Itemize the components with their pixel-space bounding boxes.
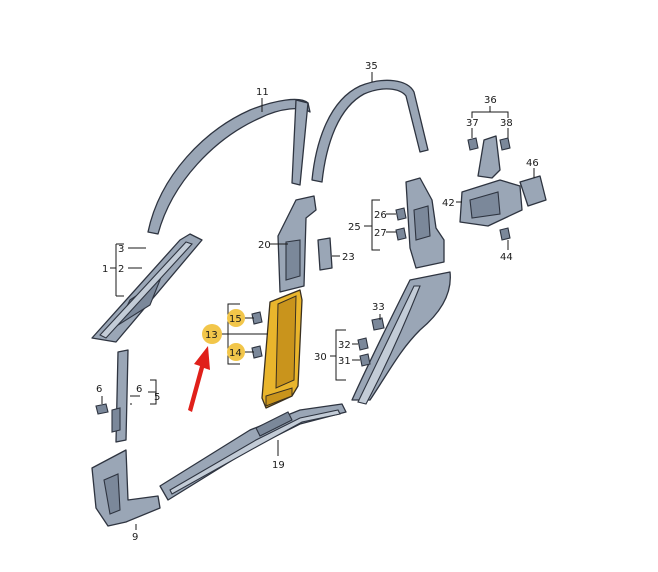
part-32-clip bbox=[357, 337, 369, 351]
label-19: 19 bbox=[272, 460, 285, 471]
label-1: 1 bbox=[102, 264, 108, 275]
part-23-belt-guide bbox=[317, 237, 333, 271]
label-33: 33 bbox=[372, 302, 385, 313]
label-23: 23 bbox=[342, 252, 355, 263]
part-1-a-pillar-trim bbox=[91, 233, 203, 343]
part-5-a-pillar-lower bbox=[111, 349, 129, 443]
callout-14-bg bbox=[227, 343, 245, 361]
part-25-c-pillar-trim bbox=[405, 177, 445, 269]
part-9-footwell-trim bbox=[91, 449, 161, 527]
highlight-arrow-icon bbox=[188, 346, 210, 412]
label-6-right: 6 bbox=[136, 384, 142, 395]
label-20: 20 bbox=[258, 240, 271, 251]
part-44-clip bbox=[499, 227, 511, 241]
label-44: 44 bbox=[500, 252, 513, 263]
label-13: 13 bbox=[205, 330, 218, 341]
label-3: 3 bbox=[118, 244, 124, 255]
part-11-door-seal-front bbox=[147, 98, 311, 235]
part-38-clip bbox=[499, 137, 511, 151]
part-36-bracket bbox=[477, 135, 501, 179]
label-31: 31 bbox=[338, 356, 351, 367]
callout-15-bg bbox=[227, 309, 245, 327]
part-6-clip bbox=[95, 403, 109, 415]
part-15-clip bbox=[251, 311, 263, 325]
part-30-rear-sill-trim bbox=[351, 271, 451, 405]
label-30: 30 bbox=[314, 352, 327, 363]
label-2: 2 bbox=[118, 264, 124, 275]
part-14-clip bbox=[251, 345, 263, 359]
label-27: 27 bbox=[374, 228, 387, 239]
label-37: 37 bbox=[466, 118, 479, 129]
label-32: 32 bbox=[338, 340, 351, 351]
label-15: 15 bbox=[229, 314, 242, 325]
part-27-clip bbox=[395, 227, 407, 241]
label-46: 46 bbox=[526, 158, 539, 169]
callout-13-bg bbox=[202, 324, 222, 344]
part-35-door-seal-rear bbox=[311, 79, 429, 183]
label-25: 25 bbox=[348, 222, 361, 233]
part-31-clip bbox=[359, 353, 371, 367]
label-5: 5 bbox=[154, 392, 160, 403]
part-46-cover bbox=[519, 175, 547, 207]
part-labels: 11 35 36 37 38 46 42 44 25 26 27 20 23 3… bbox=[96, 61, 539, 543]
part-19-sill-trim bbox=[159, 403, 347, 501]
label-9: 9 bbox=[132, 532, 138, 543]
part-33-clip bbox=[371, 317, 385, 331]
label-35: 35 bbox=[365, 61, 378, 72]
leader-lines bbox=[101, 72, 535, 530]
part-37-clip bbox=[467, 137, 479, 151]
label-26: 26 bbox=[374, 210, 387, 221]
label-11: 11 bbox=[256, 87, 269, 98]
label-6-left: 6 bbox=[96, 384, 102, 395]
label-38: 38 bbox=[500, 118, 513, 129]
label-36: 36 bbox=[484, 95, 497, 106]
part-13-b-pillar-lower-highlighted bbox=[261, 289, 303, 409]
label-14: 14 bbox=[229, 348, 242, 359]
part-26-clip bbox=[395, 207, 407, 221]
part-20-b-pillar-upper bbox=[277, 195, 317, 293]
label-42: 42 bbox=[442, 198, 455, 209]
part-42-side-trim bbox=[459, 179, 523, 227]
